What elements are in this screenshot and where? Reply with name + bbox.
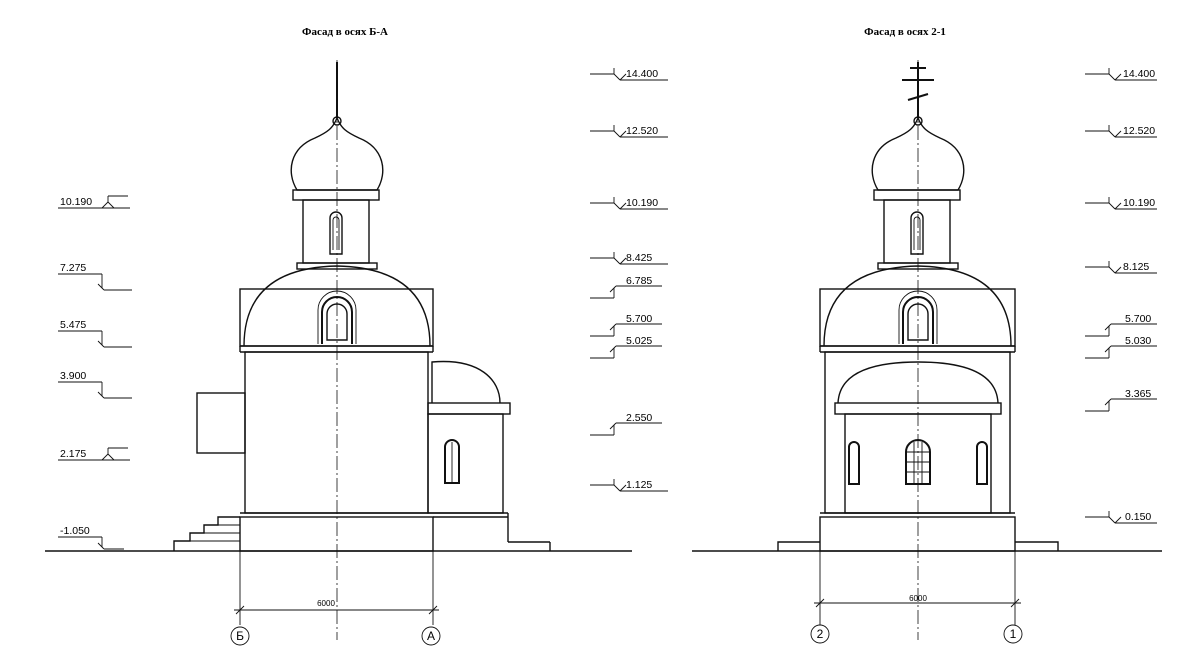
level-label: 12.520	[1123, 125, 1155, 137]
plinth	[239, 512, 551, 552]
level-label: 2.175	[60, 448, 86, 460]
level-mark: 5.700	[590, 313, 662, 337]
level-label: 5.700	[1125, 313, 1151, 325]
level-mark: 12.520	[1085, 125, 1157, 138]
level-mark: 5.030	[1085, 335, 1157, 359]
dimension-line	[234, 551, 439, 625]
level-label: 10.190	[1123, 197, 1155, 209]
level-label: 1.125	[626, 479, 652, 491]
facade-2-1-title: Фасад в осях 2-1	[864, 26, 946, 38]
level-mark: 10.190	[590, 197, 668, 210]
axis-label-2: 2	[817, 627, 824, 641]
facade-b-a-title: Фасад в осях Б-А	[302, 26, 388, 38]
level-label: 3.365	[1125, 388, 1151, 400]
level-label: 3.900	[60, 370, 86, 382]
level-label: 14.400	[1123, 68, 1155, 80]
level-mark: 10.190	[58, 195, 130, 209]
level-mark: 5.475	[58, 319, 132, 348]
level-label: 14.400	[626, 68, 658, 80]
level-mark: 8.425	[590, 252, 668, 265]
level-label: 12.520	[626, 125, 658, 137]
entrance-steps	[173, 516, 240, 551]
axis-marker-2	[810, 624, 830, 644]
dimension-label: 6000	[317, 599, 335, 608]
axis-label-a: А	[427, 629, 435, 643]
facade-b-a: Фасад в осях Б-А	[45, 26, 668, 646]
dimension-label-right: 6000	[909, 594, 927, 603]
porch-side-block	[196, 392, 246, 454]
level-mark: 12.520	[590, 125, 668, 138]
level-mark: -1.050	[58, 525, 124, 550]
main-body	[239, 345, 434, 514]
level-mark: 1.125	[590, 479, 668, 492]
level-mark: 5.025	[590, 335, 662, 359]
right-level-marks: 14.400 12.520 10.190	[1085, 68, 1157, 524]
axis-marker-a	[421, 626, 441, 646]
facade-2-1: Фасад в осях 2-1	[692, 26, 1162, 644]
level-label: 8.125	[1123, 261, 1149, 273]
level-label: -1.050	[60, 525, 90, 537]
level-label: 10.190	[626, 197, 658, 209]
level-label: 8.425	[626, 252, 652, 264]
right-level-marks-left-facade: 14.400 12.520 10.190	[590, 68, 668, 492]
level-label: 2.550	[626, 412, 652, 424]
level-label: 10.190	[60, 196, 92, 208]
axis-marker-b	[230, 626, 250, 646]
level-mark: 8.125	[1085, 261, 1157, 274]
level-label: 5.025	[626, 335, 652, 347]
main-body-right	[819, 345, 1016, 514]
arched-window-grid	[905, 439, 931, 485]
drum-right	[873, 189, 961, 264]
axis-label-1: 1	[1010, 627, 1017, 641]
level-label: 7.275	[60, 262, 86, 274]
level-label: 6.785	[626, 275, 652, 287]
level-mark: 3.900	[58, 370, 132, 399]
level-mark: 3.365	[1085, 388, 1157, 412]
level-mark: 7.275	[58, 262, 132, 291]
level-mark: 14.400	[590, 68, 668, 81]
level-label: 5.030	[1125, 335, 1151, 347]
level-mark: 14.400	[1085, 68, 1157, 81]
axis-label-b: Б	[236, 629, 244, 643]
level-mark: 10.190	[1085, 197, 1157, 210]
level-mark: 5.700	[1085, 313, 1157, 337]
level-mark: 0.150	[1085, 511, 1157, 524]
level-mark: 6.785	[590, 275, 662, 299]
level-label: 0.150	[1125, 511, 1151, 523]
level-mark: 2.175	[58, 447, 130, 461]
level-mark: 2.550	[590, 412, 662, 436]
axis-marker-1	[1003, 624, 1023, 644]
drum	[292, 189, 380, 264]
apse	[427, 360, 511, 514]
level-label: 5.475	[60, 319, 86, 331]
level-label: 5.700	[626, 313, 652, 325]
left-level-marks: 10.190 7.275 5.475 3.900	[58, 195, 132, 550]
dimension-line-right	[814, 551, 1021, 625]
